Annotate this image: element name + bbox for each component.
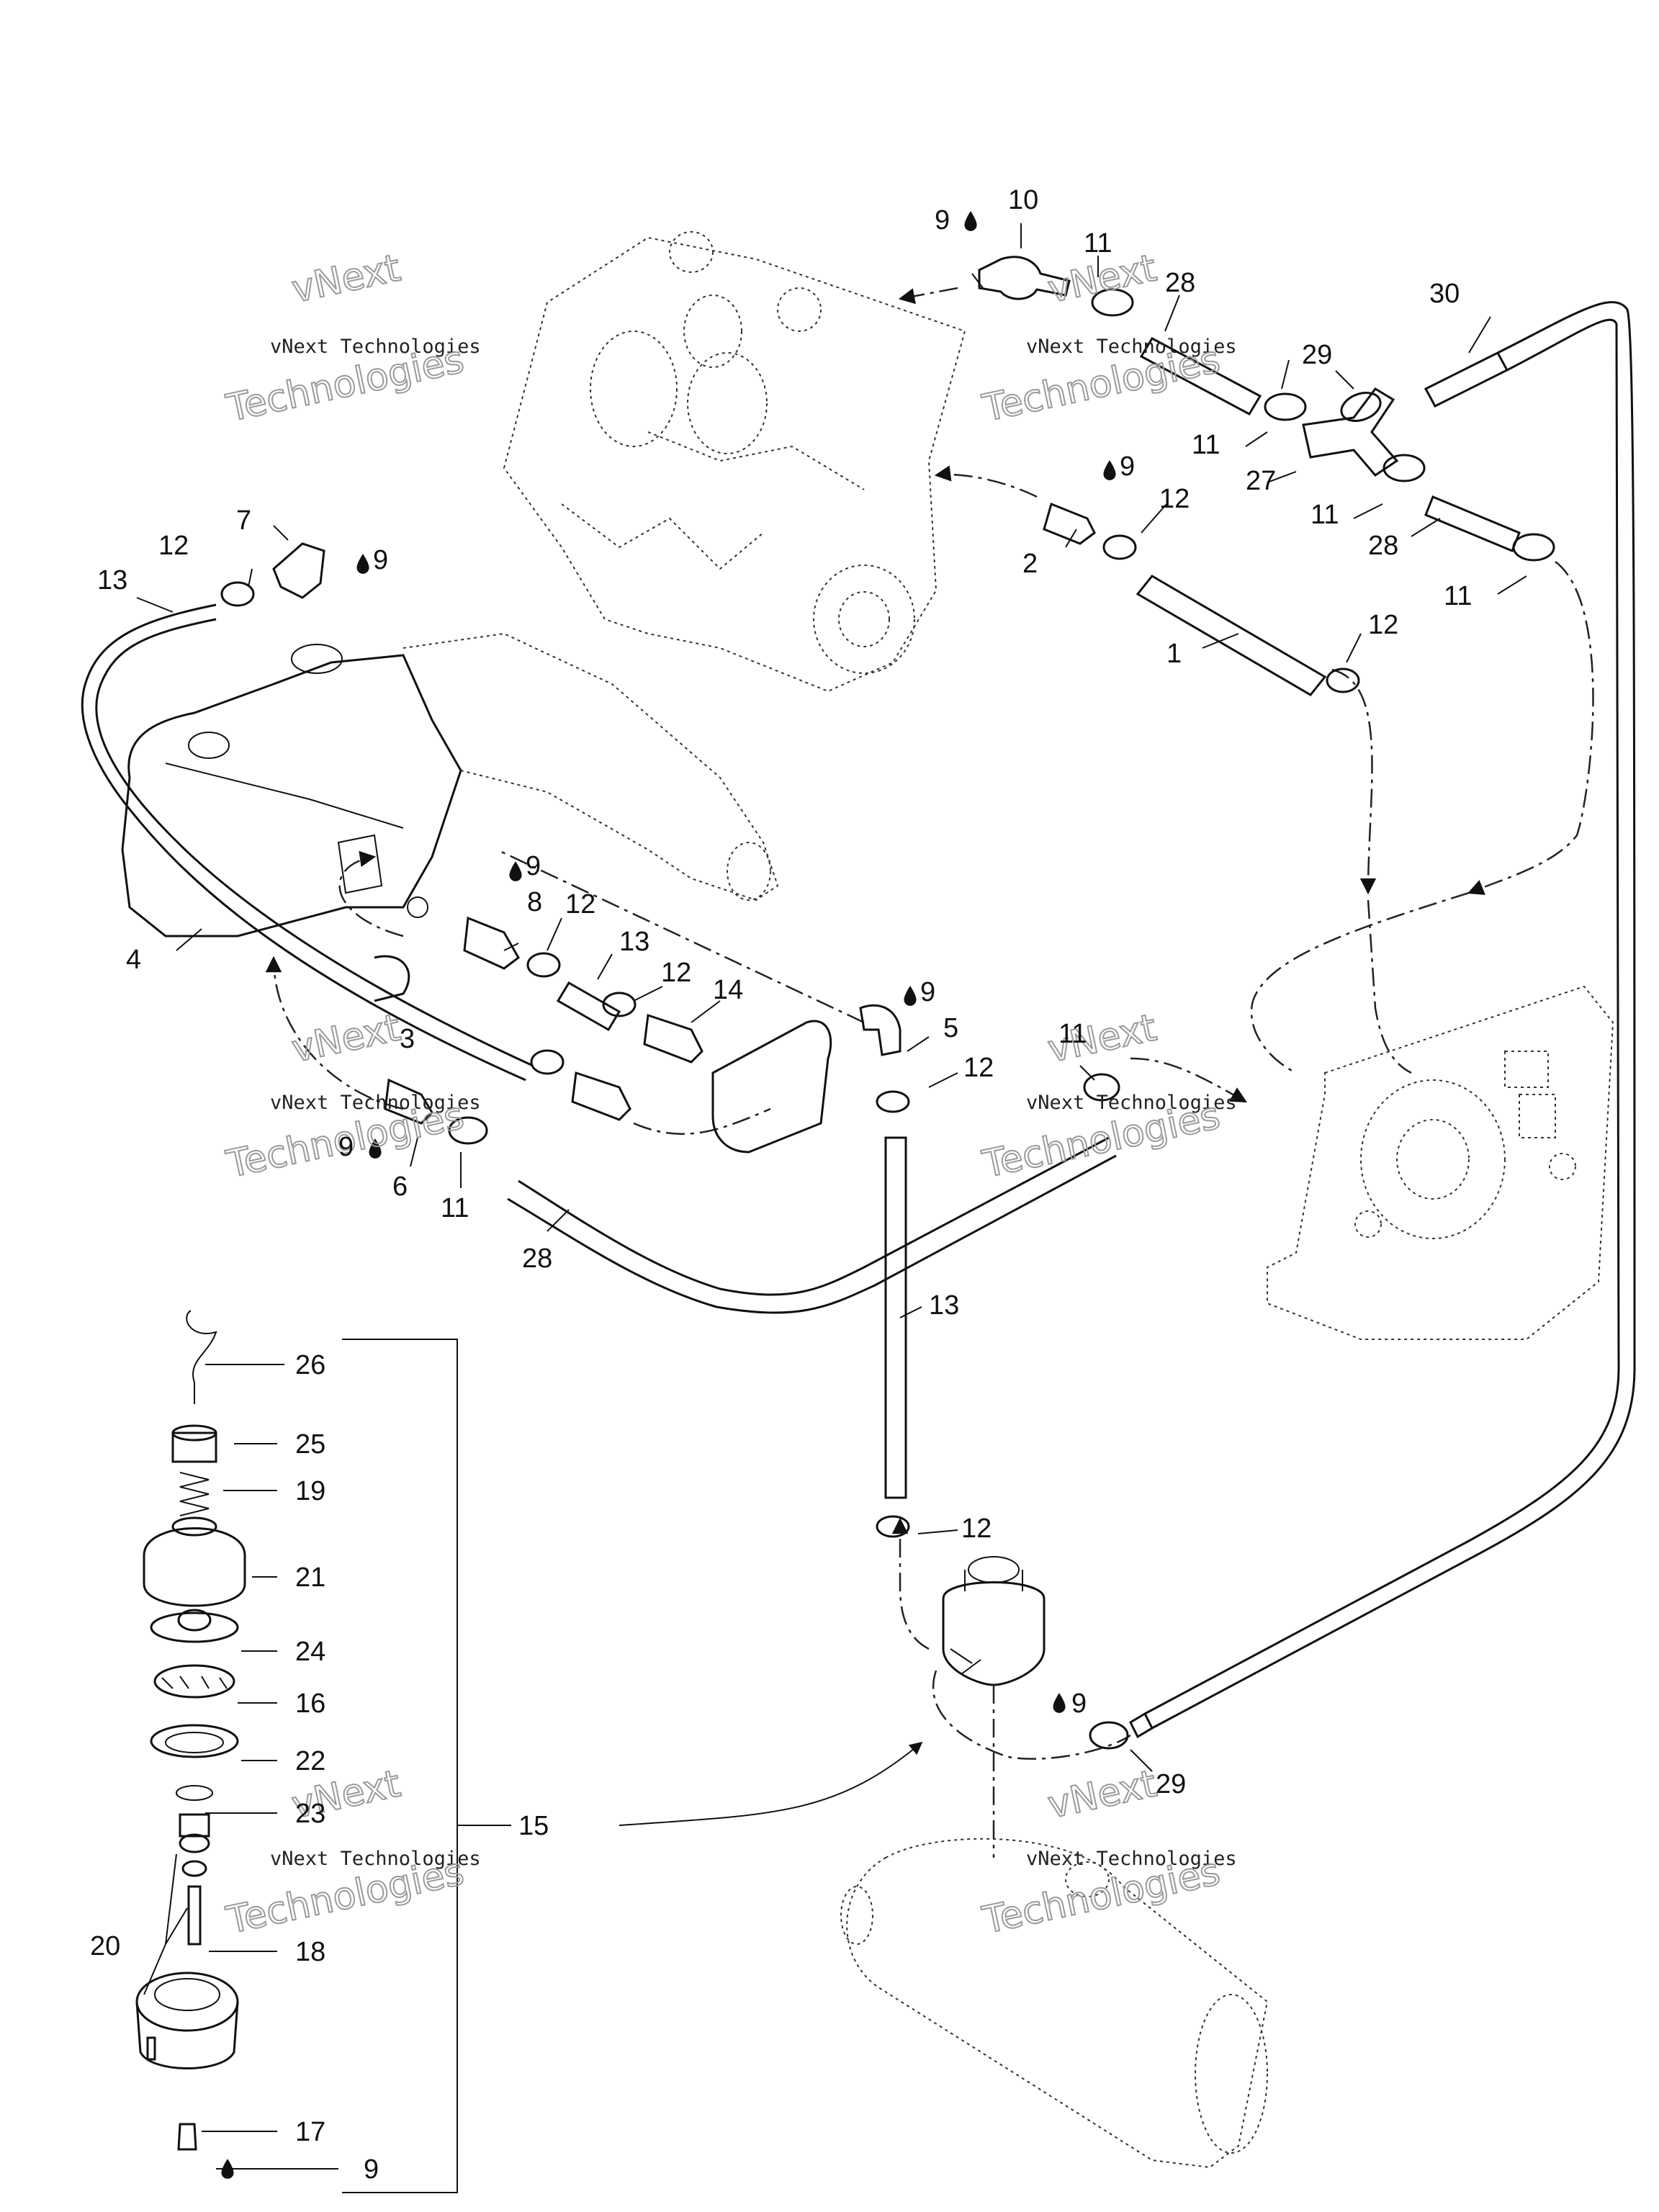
callout-2: 2 <box>1022 549 1038 579</box>
callout-18: 18 <box>295 1937 325 1967</box>
drop-icon <box>509 861 522 881</box>
engine-outline <box>503 231 966 693</box>
callout-12: 12 <box>158 531 189 561</box>
callout-9: 9 <box>338 1132 354 1162</box>
drop-icon <box>1103 460 1116 480</box>
watermark-text: vNext Technologies <box>1026 1848 1237 1870</box>
callout-26: 26 <box>295 1350 325 1380</box>
callout-3: 3 <box>400 1024 415 1054</box>
watermark-text: vNext Technologies <box>1026 336 1237 358</box>
callout-13: 13 <box>619 927 649 957</box>
pump-nozzle-outline <box>403 632 779 902</box>
leader-lines <box>136 223 1527 2193</box>
watermark-big: vNext <box>1044 1762 1160 1827</box>
callout-13: 13 <box>97 565 127 595</box>
fittings <box>220 256 1555 1750</box>
callout-14: 14 <box>713 975 743 1005</box>
callout-12: 12 <box>963 1053 994 1083</box>
callout-25: 25 <box>295 1429 325 1460</box>
callouts: 9 10 11 28 30 29 11 27 9 12 11 28 2 11 1… <box>90 185 1472 2185</box>
callout-9: 9 <box>373 545 388 575</box>
callout-11: 11 <box>441 1193 469 1223</box>
muffler-outline <box>840 1838 1269 2169</box>
callout-12: 12 <box>961 1514 992 1544</box>
callout-13: 13 <box>929 1290 959 1321</box>
callout-9: 9 <box>364 2154 379 2185</box>
callout-19: 19 <box>295 1476 325 1506</box>
callout-4: 4 <box>126 945 141 975</box>
watermark-big: vNext <box>288 1006 404 1071</box>
callout-9: 9 <box>1071 1689 1087 1719</box>
callout-6: 6 <box>392 1172 408 1202</box>
flow-lines <box>265 287 1594 1858</box>
callout-28: 28 <box>1165 268 1195 298</box>
callout-9: 9 <box>526 851 541 881</box>
jet-pump-housing <box>121 644 462 938</box>
callout-12: 12 <box>1159 484 1190 514</box>
callout-28: 28 <box>522 1244 552 1274</box>
callout-29: 29 <box>1156 1769 1186 1799</box>
callout-21: 21 <box>295 1563 325 1593</box>
callout-17: 17 <box>295 2117 325 2147</box>
callout-11: 11 <box>1444 581 1472 611</box>
coolant-reservoir <box>942 1556 1046 1686</box>
callout-22: 22 <box>295 1746 325 1776</box>
drop-icon <box>904 986 917 1006</box>
callout-7: 7 <box>236 505 251 536</box>
callout-24: 24 <box>295 1637 325 1667</box>
callout-11: 11 <box>1084 228 1112 258</box>
valve-assembly <box>135 1310 246 2151</box>
callout-12: 12 <box>565 889 595 920</box>
callout-27: 27 <box>1246 466 1276 496</box>
callout-30: 30 <box>1429 279 1460 309</box>
watermark-text: vNext Technologies <box>270 1092 481 1114</box>
watermark-text: vNext Technologies <box>1026 1092 1237 1114</box>
callout-9: 9 <box>920 977 935 1007</box>
watermark-text: vNext Technologies <box>270 1848 481 1870</box>
drop-icon <box>221 2159 234 2179</box>
watermark-text: vNext Technologies <box>270 336 481 358</box>
drop-icon <box>356 554 369 574</box>
callout-23: 23 <box>295 1799 325 1829</box>
callout-11: 11 <box>1310 500 1339 530</box>
callout-1: 1 <box>1166 639 1182 669</box>
drop-icon <box>1053 1693 1066 1713</box>
callout-11: 11 <box>1058 1019 1087 1049</box>
callout-12: 12 <box>1368 610 1398 640</box>
drop-icon <box>964 211 977 231</box>
callout-15: 15 <box>518 1811 549 1841</box>
manifold-outline <box>1267 985 1614 1340</box>
callout-8: 8 <box>527 887 542 917</box>
callout-29: 29 <box>1302 340 1332 370</box>
callout-11: 11 <box>1192 430 1220 460</box>
callout-5: 5 <box>943 1013 958 1043</box>
callout-28: 28 <box>1368 531 1398 561</box>
callout-12: 12 <box>661 958 691 988</box>
callout-9: 9 <box>935 205 950 235</box>
watermark-big: vNext <box>288 246 404 311</box>
callout-10: 10 <box>1008 185 1038 215</box>
callout-16: 16 <box>295 1689 325 1719</box>
callout-9: 9 <box>1120 451 1135 482</box>
callout-20: 20 <box>90 1931 120 1961</box>
